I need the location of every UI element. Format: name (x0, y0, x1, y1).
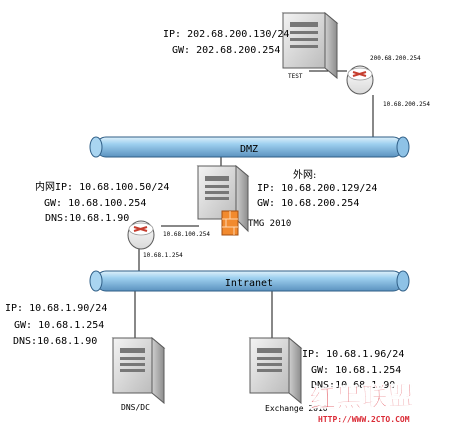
top-router-lower-ip: 10.68.200.254 (383, 101, 430, 108)
server-icon (281, 11, 339, 80)
watermark-text: 红黑联盟 (309, 380, 414, 415)
firewall-icon (221, 210, 239, 236)
mid-router-lower-ip: 10.68.1.254 (143, 252, 183, 259)
exchange-gw: GW: 10.68.1.254 (311, 365, 401, 376)
router-icon (346, 65, 374, 95)
router-icon (127, 220, 155, 250)
test-server-gw: GW: 202.68.200.254 (172, 45, 280, 56)
dns-dc-gw: GW: 10.68.1.254 (14, 320, 104, 331)
tmg-label: TMG 2010 (248, 219, 291, 229)
tmg-internal-gw: GW: 10.68.100.254 (44, 198, 146, 209)
watermark: 红黑联盟 HTTP://WWW.2CTO.COM (309, 380, 415, 424)
dns-dc-ip: IP: 10.68.1.90/24 (5, 303, 107, 314)
intranet-label: Intranet (225, 278, 273, 289)
exchange-dns: DNS:10.68.1.90 (311, 380, 395, 391)
tmg-external-title: 外网: (293, 169, 316, 181)
dmz-label: DMZ (240, 144, 258, 155)
watermark-url: HTTP://WWW.2CTO.COM (318, 415, 410, 424)
tmg-internal-dns: DNS:10.68.1.90 (45, 213, 129, 224)
server-icon (111, 336, 166, 405)
top-router-upper-ip: 200.68.200.254 (370, 55, 421, 62)
test-server-ip: IP: 202.68.200.130/24 (163, 29, 289, 40)
tmg-external-ip: IP: 10.68.200.129/24 (257, 183, 377, 194)
intranet-network-bar: Intranet (89, 270, 410, 292)
tmg-internal-ip: 内网IP: 10.68.100.50/24 (35, 180, 169, 193)
dns-dc-dns: DNS:10.68.1.90 (13, 336, 97, 347)
tmg-external-gw: GW: 10.68.200.254 (257, 198, 359, 209)
server-icon (196, 164, 250, 233)
test-server-label: TEST (288, 73, 303, 80)
dns-dc-label: DNS/DC (121, 403, 150, 412)
server-icon (248, 336, 303, 405)
exchange-ip: IP: 10.68.1.96/24 (302, 349, 404, 360)
exchange-label: Exchange 2010 (265, 404, 328, 413)
mid-router-upper-ip: 10.68.100.254 (163, 231, 210, 238)
dmz-network-bar: DMZ (89, 136, 410, 158)
